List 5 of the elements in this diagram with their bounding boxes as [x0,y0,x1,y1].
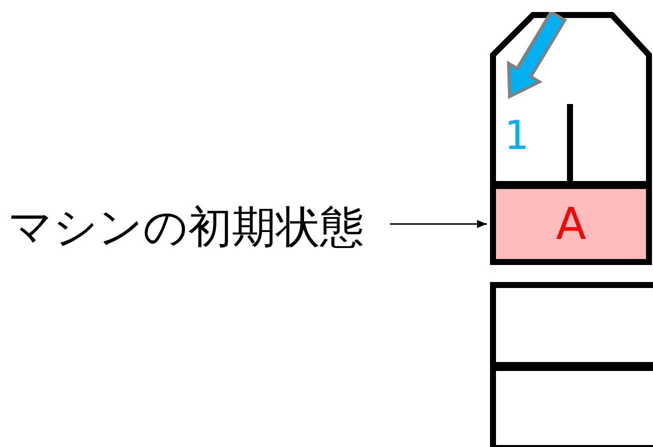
tape-cell [490,365,653,447]
caption-text: マシンの初期状態 [8,200,388,256]
arrow [390,220,487,228]
head-symbol: 1 [504,112,528,160]
tape-cell [490,282,653,368]
